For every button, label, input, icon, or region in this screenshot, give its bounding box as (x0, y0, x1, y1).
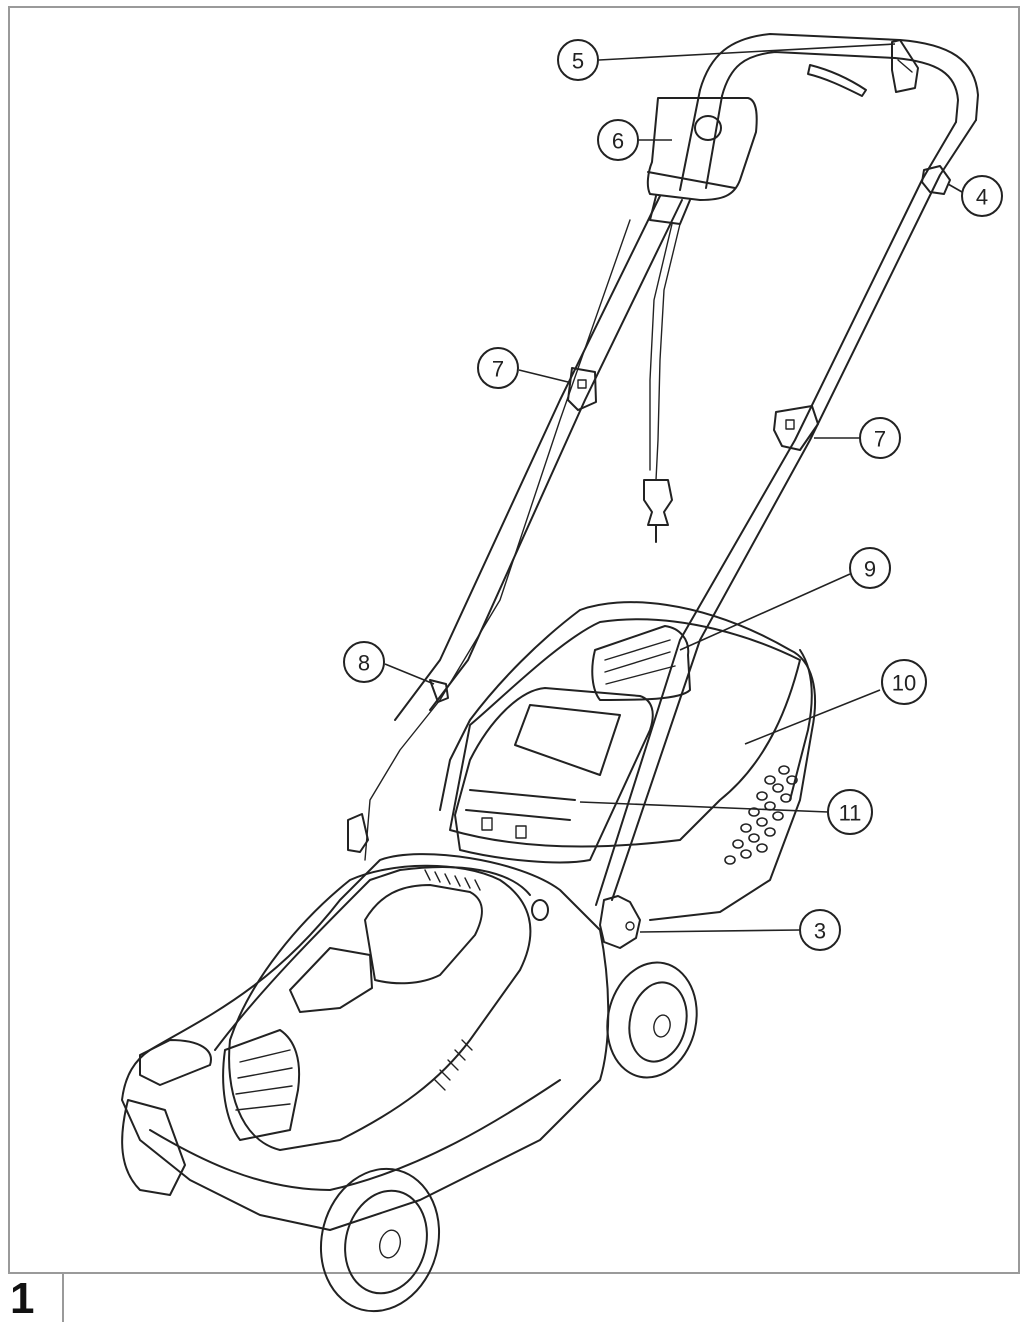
callout-11-label: 11 (839, 801, 862, 826)
front-wheel-left (121, 1099, 186, 1196)
handle-bar (394, 33, 979, 906)
rear-wheel-right (606, 961, 698, 1079)
handle-bracket-left (347, 813, 369, 853)
figure-number: 1 (10, 1274, 35, 1323)
callout-7-left: 7 (477, 347, 569, 389)
callout-7-right: 7 (814, 417, 901, 459)
handle-knob-upper (921, 165, 951, 195)
grass-box-vents (724, 765, 798, 865)
callout-10-label: 10 (892, 671, 916, 696)
callout-3-label: 3 (814, 919, 826, 944)
callout-3: 3 (639, 909, 841, 951)
cable-hook (429, 679, 449, 703)
figure-number-box (8, 1274, 64, 1322)
callout-10: 10 (744, 659, 927, 745)
callout-7-left-label: 7 (492, 357, 504, 382)
callout-8: 8 (343, 641, 435, 685)
switch-box (646, 97, 758, 225)
callout-4-label: 4 (976, 185, 988, 210)
mower-deck (121, 853, 610, 1231)
callout-9-label: 9 (864, 557, 876, 582)
cable-clip-left (567, 367, 597, 411)
callout-4: 4 (947, 175, 1003, 217)
callout-8-label: 8 (358, 651, 370, 676)
handle-knob-lower (599, 895, 641, 949)
figure-frame (8, 6, 1020, 1274)
callout-5: 5 (557, 39, 896, 81)
callout-11: 11 (579, 789, 873, 835)
callout-5-label: 5 (572, 49, 584, 74)
power-cable (364, 219, 681, 861)
callout-9: 9 (679, 547, 891, 651)
grass-box (439, 601, 816, 921)
cable-clip-right (773, 405, 819, 451)
front-wheel (319, 1167, 441, 1313)
callout-7-right-label: 7 (874, 427, 886, 452)
callout-6: 6 (597, 119, 672, 161)
callout-6-label: 6 (612, 129, 624, 154)
